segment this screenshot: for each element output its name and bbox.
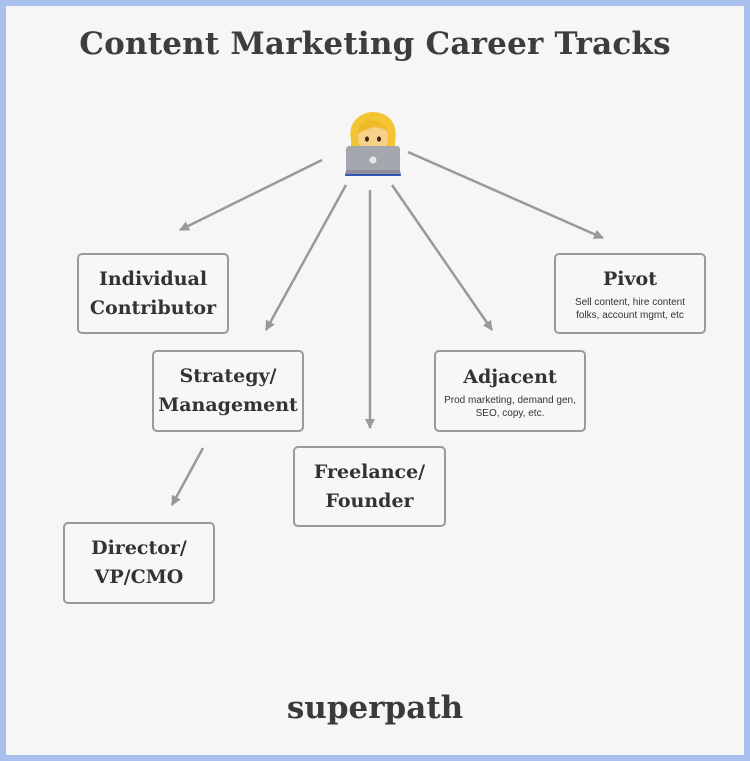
arrow-to-individual-contributor bbox=[179, 158, 323, 232]
node-adjacent: Adjacent Prod marketing, demand gen, SEO… bbox=[434, 350, 586, 432]
node-individual-contributor: Individual Contributor bbox=[77, 253, 229, 334]
node-freelance-founder: Freelance/ Founder bbox=[293, 446, 446, 527]
node-label-line2: Management bbox=[158, 394, 298, 416]
node-label: Adjacent bbox=[463, 365, 557, 388]
woman-with-laptop-icon bbox=[345, 112, 401, 176]
node-description-line1: Prod marketing, demand gen, bbox=[444, 394, 576, 406]
node-pivot: Pivot Sell content, hire content folks, … bbox=[554, 253, 706, 334]
node-label-line2: Founder bbox=[325, 489, 414, 512]
node-description-line2: SEO, copy, etc. bbox=[475, 407, 545, 419]
node-label-line2: Contributor bbox=[89, 296, 217, 319]
node-strategy-management: Strategy/ Management bbox=[152, 350, 304, 432]
node-label: Pivot bbox=[603, 268, 657, 290]
superpath-logo: superpath bbox=[286, 690, 464, 726]
node-description-line2: folks, account mgmt, etc bbox=[576, 310, 684, 321]
arrow-to-strategy-management bbox=[264, 184, 348, 331]
node-label-line1: Freelance/ bbox=[313, 460, 426, 483]
node-label-line2: VP/CMO bbox=[94, 566, 184, 588]
node-description-line1: Sell content, hire content bbox=[574, 297, 686, 308]
node-label-line1: Strategy/ bbox=[179, 365, 277, 387]
arrow-to-director bbox=[170, 447, 205, 506]
node-director-vp-cmo: Director/ VP/CMO bbox=[63, 522, 215, 604]
arrow-to-adjacent bbox=[390, 184, 494, 331]
node-label-line1: Individual bbox=[98, 267, 208, 290]
page-title: Content Marketing Career Tracks bbox=[79, 26, 671, 62]
node-label-line1: Director/ bbox=[91, 537, 187, 559]
arrow-to-pivot bbox=[407, 150, 604, 240]
